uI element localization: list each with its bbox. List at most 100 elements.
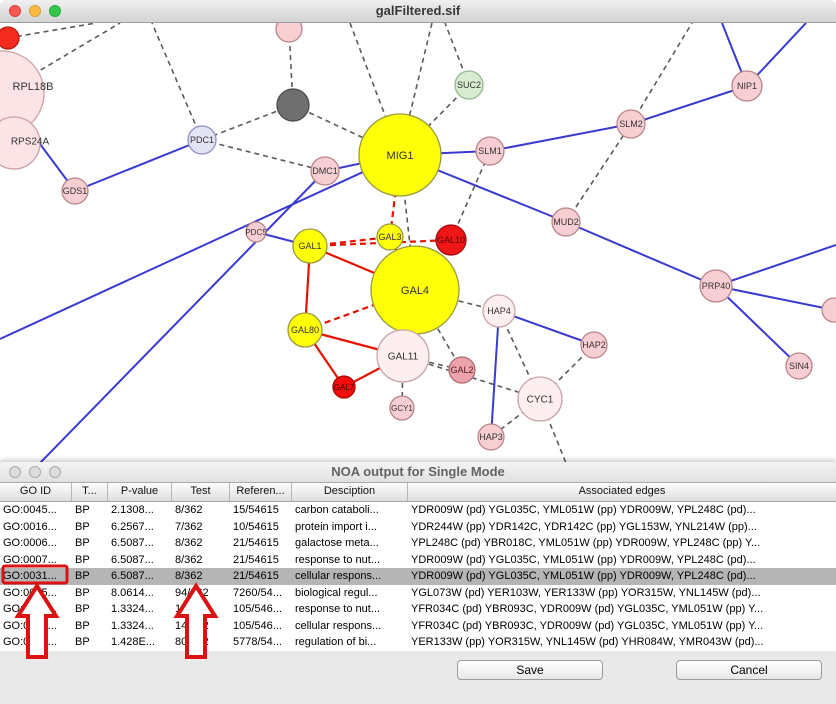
node-GAL10[interactable] — [435, 224, 467, 256]
edge-pp_blue[interactable] — [490, 310, 500, 438]
table-cell: BP — [75, 619, 90, 632]
edge-pd_dash[interactable] — [450, 150, 491, 241]
node-MUD2[interactable] — [551, 207, 581, 237]
table-cell: GO:0031... — [3, 619, 57, 632]
node-GAL11[interactable] — [376, 329, 430, 383]
edge-pp_blue[interactable] — [630, 85, 748, 125]
node-GAL2[interactable] — [448, 356, 476, 384]
table-cell: 14/362 — [175, 603, 209, 615]
table-cell: YPL248C (pd) YBR018C, YML051W (pp) YDR00… — [411, 537, 761, 549]
zoom-button-icon[interactable] — [49, 466, 61, 478]
table-cell: GO:0019... — [3, 636, 57, 648]
edge-pd_dash[interactable] — [630, 23, 693, 125]
table-cell: 14/362 — [175, 619, 209, 632]
table-cell: 80/362 — [175, 636, 209, 648]
edge-pp_blue[interactable] — [565, 221, 717, 287]
node-SIN4[interactable] — [785, 352, 813, 380]
close-button-icon[interactable] — [9, 5, 21, 17]
node-PDC1[interactable] — [187, 125, 217, 155]
edge-pd_dash[interactable] — [7, 23, 97, 39]
edge-pd_dash[interactable] — [399, 23, 433, 156]
node-NIP1[interactable] — [731, 70, 763, 102]
cancel-button[interactable]: Cancel — [676, 660, 822, 680]
node-RPS24A[interactable] — [0, 116, 41, 170]
edge-pd_dash[interactable] — [402, 355, 541, 400]
node-PDC5[interactable] — [245, 221, 267, 243]
table-cell: 6.5087... — [111, 537, 154, 549]
node-GDS1[interactable] — [61, 177, 89, 205]
column-header[interactable]: Desciption — [292, 483, 408, 501]
edge-pd_dash[interactable] — [414, 289, 463, 371]
edge-pd_dash[interactable] — [292, 104, 401, 156]
node-label: HAP2 — [582, 340, 606, 350]
node-GAL80[interactable] — [287, 312, 323, 348]
node-GAL7[interactable] — [332, 375, 356, 399]
node-SLM1[interactable] — [475, 136, 505, 166]
node-SLM2[interactable] — [616, 109, 646, 139]
table-cell: carbon cataboli... — [295, 504, 379, 516]
node-DMC1[interactable] — [310, 156, 340, 186]
node-CYC1[interactable] — [517, 376, 563, 422]
minimize-button-icon[interactable] — [29, 5, 41, 17]
node-MIG1[interactable] — [358, 113, 442, 197]
node-redtl[interactable] — [0, 26, 20, 50]
column-header[interactable]: Test — [172, 483, 230, 501]
edge-pd_dash[interactable] — [201, 104, 294, 141]
edge-pd_dash[interactable] — [498, 310, 541, 400]
edge-pp_blue[interactable] — [489, 123, 632, 152]
graph-window-titlebar[interactable]: galFiltered.sif — [0, 0, 836, 23]
save-button[interactable]: Save — [457, 660, 603, 680]
edge-pd_dash[interactable] — [201, 139, 326, 172]
edge-pp_blue[interactable] — [39, 170, 326, 462]
node-GAL1[interactable] — [292, 228, 328, 264]
traffic-lights — [9, 5, 61, 17]
table-cell: GO:0031... — [3, 570, 57, 582]
node-GCY1[interactable] — [389, 395, 415, 421]
edge-pd_dash[interactable] — [151, 23, 203, 141]
node-HAP2[interactable] — [580, 331, 608, 359]
edge-pp_blue[interactable] — [715, 244, 836, 287]
zoom-button-icon[interactable] — [49, 5, 61, 17]
node-label: HAP4 — [487, 306, 511, 316]
table-cell: cellular respons... — [295, 570, 382, 582]
column-header[interactable]: P-value — [108, 483, 172, 501]
column-header[interactable]: T... — [72, 483, 108, 501]
edge-pp_blue[interactable] — [715, 285, 800, 367]
edge-pp_blue[interactable] — [498, 310, 595, 346]
table-cell: response to nut... — [295, 603, 380, 615]
node-label: PRP40 — [702, 281, 731, 291]
column-header[interactable]: Associated edges — [578, 485, 666, 497]
table-cell: BP — [75, 553, 90, 566]
column-header[interactable]: Referen... — [230, 483, 292, 501]
edge-pp_blue[interactable] — [715, 285, 835, 311]
node-top1[interactable] — [275, 23, 303, 43]
node-msn[interactable] — [821, 297, 836, 323]
column-header[interactable]: GO ID — [0, 483, 72, 501]
noa-window-titlebar[interactable]: NOA output for Single Mode — [0, 462, 836, 483]
table-cell: BP — [75, 636, 90, 648]
edge-pd_dash[interactable] — [565, 123, 632, 223]
minimize-button-icon[interactable] — [29, 466, 41, 478]
edge-pp_blue[interactable] — [0, 154, 401, 340]
node-HAP4[interactable] — [482, 294, 516, 328]
close-button-icon[interactable] — [9, 466, 21, 478]
node-gray1[interactable] — [276, 88, 310, 122]
table-cell: YFR034C (pd) YBR093C, YDR009W (pd) YGL03… — [411, 619, 764, 632]
node-PRP40[interactable] — [699, 269, 733, 303]
node-HAP3[interactable] — [477, 423, 505, 451]
node-GAL3[interactable] — [376, 223, 404, 251]
node-SUC2[interactable] — [454, 70, 484, 100]
edge-pp_blue[interactable] — [74, 139, 203, 192]
table-cell: GO:0045... — [3, 504, 57, 516]
